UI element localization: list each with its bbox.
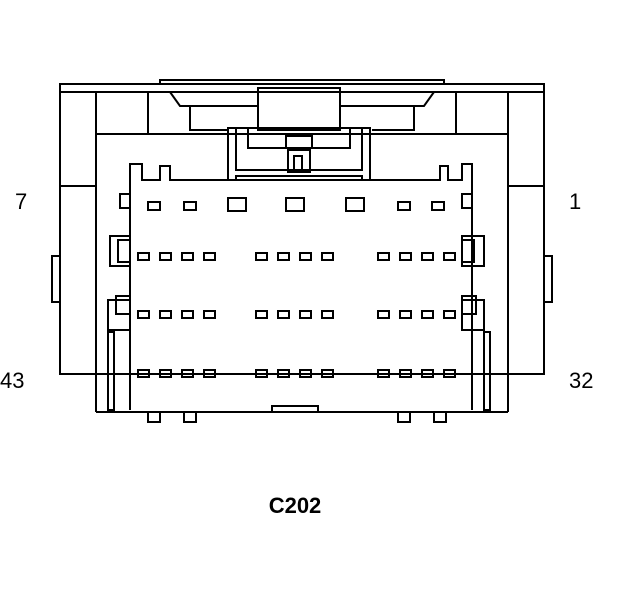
pin-cavity xyxy=(422,370,433,377)
pin-cavity xyxy=(444,253,455,260)
pin-cavity xyxy=(322,370,333,377)
pin-cavity xyxy=(400,311,411,318)
pin-cavity xyxy=(182,253,193,260)
pin-cavity xyxy=(322,311,333,318)
pin-cavity xyxy=(400,253,411,260)
connector-housing xyxy=(60,80,544,412)
pin-cavity xyxy=(182,370,193,377)
pin-cavity xyxy=(400,370,411,377)
terminal-cavities xyxy=(138,198,455,377)
pin-cavity xyxy=(138,311,149,318)
pin-cavity xyxy=(300,311,311,318)
pin-cavity xyxy=(444,311,455,318)
pin-cavity xyxy=(228,198,246,211)
pin-cavity xyxy=(278,311,289,318)
pin-cavity xyxy=(300,253,311,260)
bottom-tabs xyxy=(148,406,446,422)
pin-cavity xyxy=(256,253,267,260)
pin-cavity xyxy=(322,253,333,260)
pin-cavity xyxy=(204,311,215,318)
pin-cavity xyxy=(422,311,433,318)
pin-cavity xyxy=(398,202,410,210)
pin-cavity xyxy=(378,311,389,318)
pin-cavity xyxy=(138,370,149,377)
pin-label-top-right: 1 xyxy=(569,189,582,214)
pin-cavity xyxy=(160,370,171,377)
connector-name: C202 xyxy=(268,493,322,518)
pin-cavity xyxy=(378,370,389,377)
pin-label-bottom-left: 43 xyxy=(0,368,25,393)
inner-cavity xyxy=(52,164,552,410)
pin-label-bottom-right: 32 xyxy=(569,368,594,393)
pin-cavity xyxy=(182,311,193,318)
pin-cavity xyxy=(422,253,433,260)
pin-cavity xyxy=(204,370,215,377)
pin-cavity xyxy=(160,311,171,318)
pin-cavity xyxy=(278,253,289,260)
pin-cavity xyxy=(286,198,304,211)
pin-cavity xyxy=(432,202,444,210)
lock-tab xyxy=(228,128,370,180)
pin-cavity xyxy=(378,253,389,260)
pin-cavity xyxy=(204,253,215,260)
pin-cavity xyxy=(256,370,267,377)
pin-cavity xyxy=(444,370,455,377)
pin-cavity xyxy=(300,370,311,377)
pin-cavity xyxy=(346,198,364,211)
pin-cavity xyxy=(184,202,196,210)
pin-cavity xyxy=(278,370,289,377)
pin-cavity xyxy=(148,202,160,210)
pin-cavity xyxy=(256,311,267,318)
pin-cavity xyxy=(138,253,149,260)
pin-label-top-left: 7 xyxy=(15,189,28,214)
pin-cavity xyxy=(160,253,171,260)
